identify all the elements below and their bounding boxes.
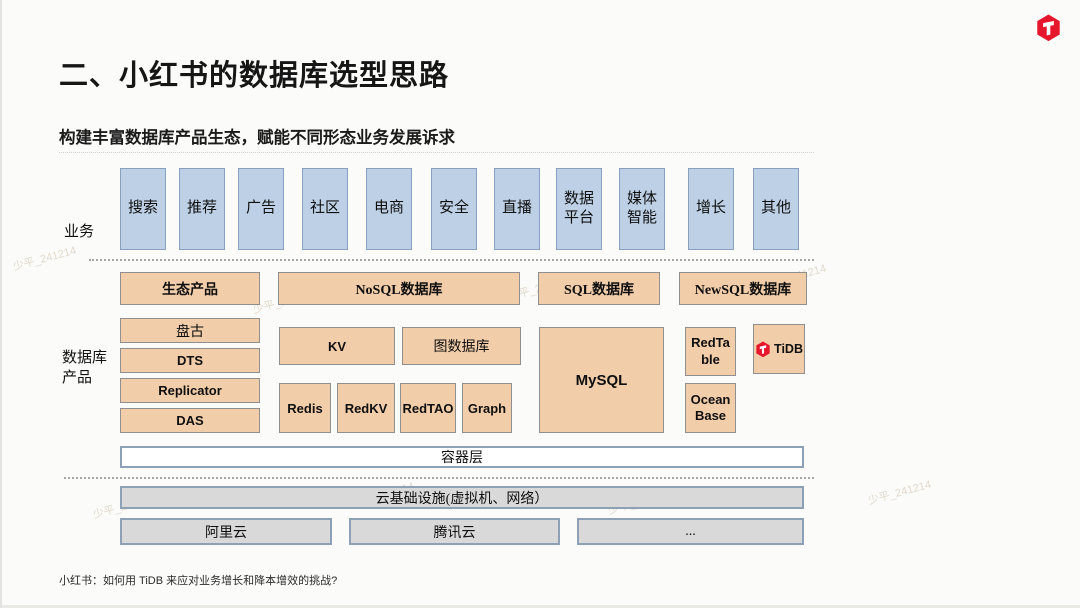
category-box-eco-products: 生态产品	[120, 272, 260, 305]
container-layer-bar: 容器层	[120, 446, 804, 468]
page-title: 二、小红书的数据库选型思路	[59, 60, 450, 92]
watermark: 少平_241214	[11, 244, 78, 274]
product-box-graph: Graph	[462, 383, 512, 433]
product-label: DTS	[177, 353, 203, 368]
footer-note: 小红书：如何用 TiDB 来应对业务增长和降本增效的挑战?	[59, 575, 338, 587]
product-box-redtao: RedTAO	[400, 383, 456, 433]
business-box-search: 搜索	[120, 168, 166, 250]
category-box-nosql-db: NoSQL数据库	[278, 272, 520, 305]
product-label: RedKV	[344, 400, 388, 416]
product-box-tidb: TiDB	[753, 324, 805, 374]
product-box-pangu: 盘古	[120, 318, 260, 343]
separator-line-business	[89, 259, 814, 261]
product-label: Replicator	[158, 383, 222, 398]
business-box-label: 数据平台	[563, 190, 594, 227]
product-label: Redis	[287, 400, 323, 416]
product-label: RedTAO	[402, 400, 454, 416]
product-label: RedTable	[691, 335, 730, 367]
business-box-label: 直播	[501, 200, 532, 217]
product-box-redkv: RedKV	[337, 383, 395, 433]
separator-line-top	[59, 152, 814, 153]
cloud-box-more: ...	[577, 518, 804, 545]
cloud-infra-bar: 云基础设施(虚拟机、网络）	[120, 486, 804, 509]
product-box-redtable: RedTable	[685, 327, 736, 376]
business-box-other: 其他	[753, 168, 799, 250]
business-box-label: 媒体智能	[626, 190, 657, 227]
product-box-oceanbase: OceanBase	[685, 383, 736, 433]
page-subtitle: 构建丰富数据库产品生态，赋能不同形态业务发展诉求	[59, 129, 455, 147]
business-box-community: 社区	[302, 168, 348, 250]
product-box-das: DAS	[120, 408, 260, 433]
cloud-label: 阿里云	[205, 525, 247, 541]
business-box-label: 电商	[373, 200, 404, 217]
separator-line-infra	[64, 477, 814, 479]
cloud-box-aliyun: 阿里云	[120, 518, 332, 545]
category-label: 生态产品	[162, 282, 218, 298]
category-label: NewSQL数据库	[694, 282, 792, 298]
product-box-replicator: Replicator	[120, 378, 260, 403]
cloud-label: ...	[685, 523, 696, 539]
business-box-growth: 增长	[688, 168, 734, 250]
product-label: MySQL	[575, 371, 628, 389]
business-box-label: 广告	[245, 200, 276, 217]
category-label: SQL数据库	[563, 282, 634, 298]
product-box-redis: Redis	[279, 383, 331, 433]
cloud-infra-label: 云基础设施(虚拟机、网络）	[375, 491, 549, 507]
business-row-label: 业务	[64, 224, 95, 240]
product-label: 盘古	[176, 324, 204, 340]
business-box-label: 社区	[309, 200, 340, 217]
cloud-box-tencent: 腾讯云	[349, 518, 560, 545]
business-box-label: 其他	[760, 200, 791, 217]
business-box-recommend: 推荐	[179, 168, 225, 250]
product-label: Graph	[467, 400, 507, 416]
category-label: NoSQL数据库	[355, 282, 443, 298]
business-box-ecommerce: 电商	[366, 168, 412, 250]
products-row-label: 数据库产品	[62, 350, 108, 387]
product-label: KV	[327, 338, 347, 354]
business-box-label: 安全	[438, 200, 469, 217]
cloud-label: 腾讯云	[433, 525, 476, 541]
business-box-label: 搜索	[127, 200, 158, 217]
business-box-security: 安全	[431, 168, 477, 250]
product-box-graph-db: 图数据库	[402, 327, 521, 365]
product-box-kv: KV	[279, 327, 395, 365]
tidb-logo-icon	[1035, 14, 1062, 42]
business-box-label: 推荐	[186, 200, 217, 217]
product-label: OceanBase	[690, 391, 731, 423]
category-box-newsql-db: NewSQL数据库	[679, 272, 807, 305]
business-box-live: 直播	[494, 168, 540, 250]
business-box-label: 增长	[695, 200, 726, 217]
container-layer-label: 容器层	[441, 451, 483, 466]
business-box-data-platform: 数据平台	[556, 168, 602, 250]
product-label: TiDB	[774, 342, 803, 356]
watermark: 少平_241214	[866, 478, 933, 508]
category-box-sql-db: SQL数据库	[538, 272, 660, 305]
product-box-dts: DTS	[120, 348, 260, 373]
product-box-mysql: MySQL	[539, 327, 664, 433]
business-box-ads: 广告	[238, 168, 284, 250]
slide-bottom-edge	[2, 605, 1080, 608]
product-label: DAS	[176, 413, 204, 428]
tidb-logo-icon	[755, 341, 771, 358]
business-box-media-ai: 媒体智能	[619, 168, 665, 250]
product-label: 图数据库	[433, 340, 490, 355]
